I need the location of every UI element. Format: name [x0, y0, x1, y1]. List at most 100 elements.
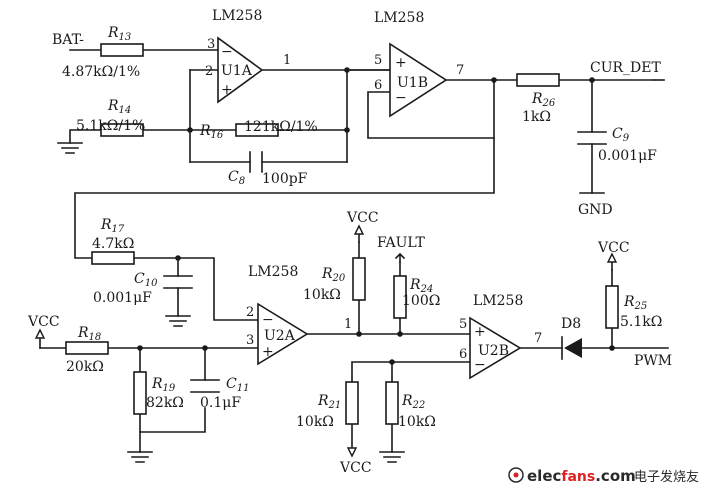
svg-text:BAT-: BAT- — [52, 32, 84, 48]
svg-text:1: 1 — [344, 317, 352, 332]
capacitor-c8: C8 100pF — [228, 151, 308, 187]
resistor-r25: R25 5.1kΩ — [605, 285, 662, 330]
svg-text:+: + — [262, 344, 274, 360]
svg-text:121kΩ/1%: 121kΩ/1% — [244, 119, 318, 135]
svg-text:电子发烧友: 电子发烧友 — [634, 469, 699, 485]
resistor-r14: R14 5.1kΩ/1% — [76, 98, 145, 137]
capacitor-c9: C9 0.001μF — [577, 126, 657, 164]
opamp-u2a: U2A − + 2 3 1 LM258 — [246, 264, 352, 366]
ground-symbol-c10 — [165, 315, 191, 327]
svg-text:3: 3 — [246, 333, 254, 348]
diode-d8: D8 — [561, 316, 582, 360]
svg-text:LM258: LM258 — [212, 8, 262, 24]
opamp-u1a: U1A − + 3 2 1 LM258 — [205, 8, 291, 104]
svg-text:C10: C10 — [134, 271, 158, 289]
vcc-arrow-r20: VCC — [346, 210, 379, 243]
svg-text:3: 3 — [207, 37, 215, 52]
net-label-bat: BAT- — [52, 32, 84, 48]
net-label-cur-det: CUR_DET — [590, 60, 665, 81]
resistor-r13: R13 4.87kΩ/1% — [62, 25, 144, 80]
svg-text:5.1kΩ: 5.1kΩ — [620, 314, 662, 330]
svg-text:82kΩ: 82kΩ — [146, 395, 184, 411]
svg-text:R16: R16 — [199, 123, 224, 141]
svg-text:100Ω: 100Ω — [402, 293, 440, 309]
svg-text:7: 7 — [456, 63, 464, 78]
svg-text:2: 2 — [205, 64, 213, 79]
resistor-r21: R21 10kΩ — [296, 381, 359, 430]
svg-text:U2B: U2B — [478, 343, 509, 359]
wires — [39, 49, 669, 453]
svg-text:CUR_DET: CUR_DET — [590, 60, 661, 76]
ground-symbol-c9: GND — [578, 192, 613, 218]
svg-text:5: 5 — [459, 317, 467, 332]
svg-text:C8: C8 — [228, 169, 245, 187]
svg-text:LM258: LM258 — [248, 264, 298, 280]
svg-text:U1B: U1B — [397, 75, 428, 91]
svg-text:10kΩ: 10kΩ — [296, 414, 334, 430]
svg-text:−: − — [395, 90, 407, 106]
svg-text:−: − — [221, 44, 233, 60]
net-label-pwm: PWM — [634, 353, 672, 369]
resistor-r16: R16 121kΩ/1% — [199, 119, 318, 141]
svg-text:10kΩ: 10kΩ — [303, 287, 341, 303]
svg-text:10kΩ: 10kΩ — [398, 414, 436, 430]
svg-text:−: − — [262, 312, 274, 328]
svg-text:+: + — [395, 55, 407, 71]
svg-text:C11: C11 — [226, 376, 249, 394]
svg-text:R19: R19 — [151, 376, 176, 394]
opamp-u2b: U2B + − 5 6 7 LM258 — [459, 293, 542, 380]
svg-text:4.87kΩ/1%: 4.87kΩ/1% — [62, 64, 140, 80]
svg-text:1: 1 — [283, 53, 291, 68]
svg-text:VCC: VCC — [339, 460, 372, 476]
junction-dots — [137, 67, 615, 365]
svg-text:5.1kΩ/1%: 5.1kΩ/1% — [76, 118, 145, 134]
svg-text:VCC: VCC — [346, 210, 379, 226]
svg-text:−: − — [474, 357, 486, 373]
svg-text:R20: R20 — [321, 266, 346, 284]
resistor-r26: R26 1kΩ — [516, 73, 560, 125]
svg-text:VCC: VCC — [27, 314, 60, 330]
svg-text:C9: C9 — [612, 126, 630, 144]
svg-text:1kΩ: 1kΩ — [522, 109, 551, 125]
svg-text:R24: R24 — [409, 277, 433, 295]
svg-text:7: 7 — [534, 331, 542, 346]
svg-text:VCC: VCC — [597, 240, 630, 256]
svg-text:5: 5 — [374, 53, 382, 68]
svg-text:D8: D8 — [561, 316, 581, 332]
vcc-arrow-r25: VCC — [597, 240, 630, 271]
svg-text:R18: R18 — [77, 325, 101, 343]
svg-text:elecfans.com: elecfans.com — [527, 467, 636, 485]
svg-text:FAULT: FAULT — [377, 235, 426, 251]
svg-text:R14: R14 — [107, 98, 131, 116]
svg-text:R13: R13 — [107, 25, 131, 43]
svg-text:6: 6 — [459, 347, 467, 362]
capacitor-c10: C10 0.001μF — [93, 271, 193, 306]
vcc-arrow-r21: VCC — [339, 447, 372, 476]
svg-text:PWM: PWM — [634, 353, 672, 369]
svg-text:R26: R26 — [531, 91, 556, 109]
ground-symbol-r22 — [379, 451, 405, 463]
watermark-elecfans: elecfans.com 电子发烧友 — [508, 467, 699, 485]
svg-text:100pF: 100pF — [262, 171, 308, 187]
svg-text:+: + — [221, 82, 233, 98]
resistor-r24: R24 100Ω — [393, 275, 440, 319]
resistor-r17: R17 4.7kΩ — [91, 217, 135, 265]
capacitor-c11: C11 0.1μF — [190, 376, 249, 411]
svg-text:R22: R22 — [401, 393, 425, 411]
svg-text:0.001μF: 0.001μF — [93, 290, 152, 306]
ground-symbol-r14 — [57, 142, 83, 154]
svg-text:LM258: LM258 — [473, 293, 523, 309]
svg-text:4.7kΩ: 4.7kΩ — [92, 236, 134, 252]
resistor-r22: R22 10kΩ — [385, 381, 436, 430]
svg-text:LM258: LM258 — [374, 10, 424, 26]
opamp-u1b: U1B + − 5 6 7 LM258 — [374, 10, 464, 118]
svg-text:GND: GND — [578, 202, 613, 218]
svg-text:U1A: U1A — [221, 63, 253, 79]
svg-text:20kΩ: 20kΩ — [66, 359, 104, 375]
resistor-r18: R18 20kΩ — [65, 325, 109, 375]
svg-text:R25: R25 — [623, 294, 647, 312]
svg-text:U2A: U2A — [264, 328, 296, 344]
svg-text:+: + — [474, 324, 486, 340]
vcc-arrow-r18: VCC — [27, 314, 60, 349]
